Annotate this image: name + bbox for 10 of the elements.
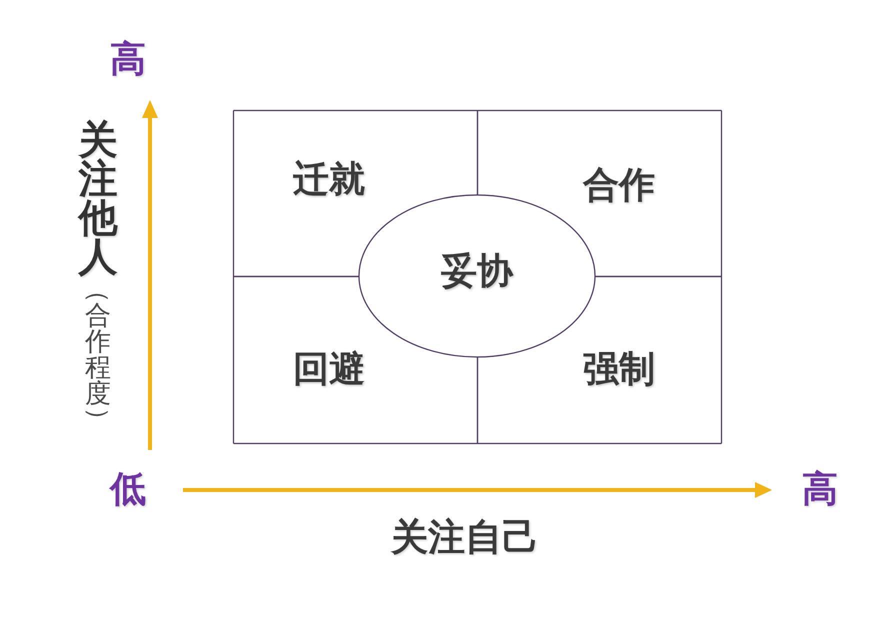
quadrant-label: 合作 — [583, 168, 655, 204]
quadrant-label: 强制 — [583, 352, 655, 388]
quadrant-label: 回避 — [293, 352, 365, 388]
axis-title: 关注他人（合作程度） — [77, 121, 119, 433]
axis-end-label: 高 — [802, 472, 838, 508]
quadrant-label: 迁就 — [293, 162, 365, 198]
axis-title: 关注自己 — [391, 518, 539, 556]
ellipse-label: 妥协 — [441, 254, 513, 290]
axis-end-label: 高 — [110, 42, 146, 78]
axis-end-label: 低 — [110, 472, 146, 508]
